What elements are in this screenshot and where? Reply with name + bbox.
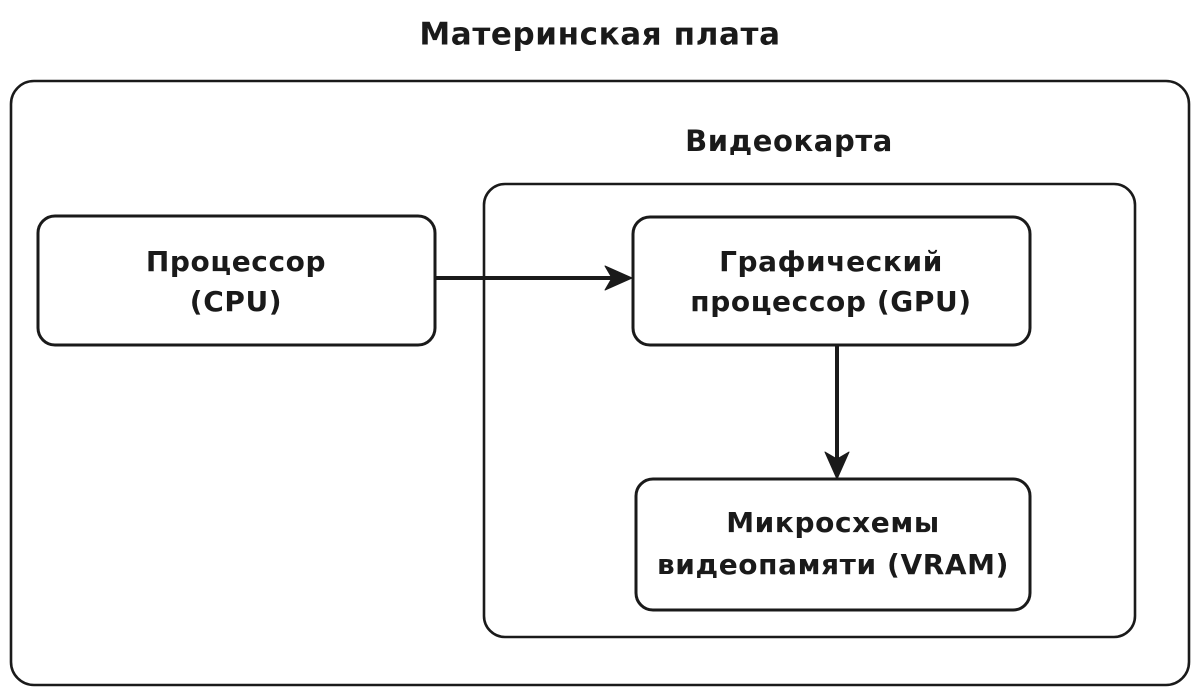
node-gpu-box[interactable] — [631, 215, 1032, 347]
node-vram-label-line1: Микросхемы — [726, 506, 940, 539]
edge-gpu-to-vram — [824, 345, 850, 480]
node-gpu-label-line2: процессор (GPU) — [690, 285, 971, 318]
node-cpu-label-line1: Процессор — [146, 245, 326, 278]
node-cpu-box[interactable] — [36, 214, 437, 347]
edge-gpu-to-vram-arrowhead — [824, 451, 850, 480]
node-gpu[interactable]: Графический процессор (GPU) — [631, 215, 1032, 347]
node-gpu-label-line1: Графический — [719, 245, 943, 278]
edge-cpu-to-gpu-arrowhead — [604, 265, 633, 291]
node-cpu[interactable]: Процессор (CPU) — [36, 214, 437, 347]
node-vram-box[interactable] — [634, 477, 1032, 612]
node-cpu-label-line2: (CPU) — [190, 285, 282, 318]
motherboard-title: Материнская плата — [419, 17, 780, 53]
node-vram-label-line2: видеопамяти (VRAM) — [657, 548, 1009, 581]
node-vram[interactable]: Микросхемы видеопамяти (VRAM) — [634, 477, 1032, 612]
edge-cpu-to-gpu — [435, 265, 633, 291]
videocard-title: Видеокарта — [685, 124, 893, 158]
